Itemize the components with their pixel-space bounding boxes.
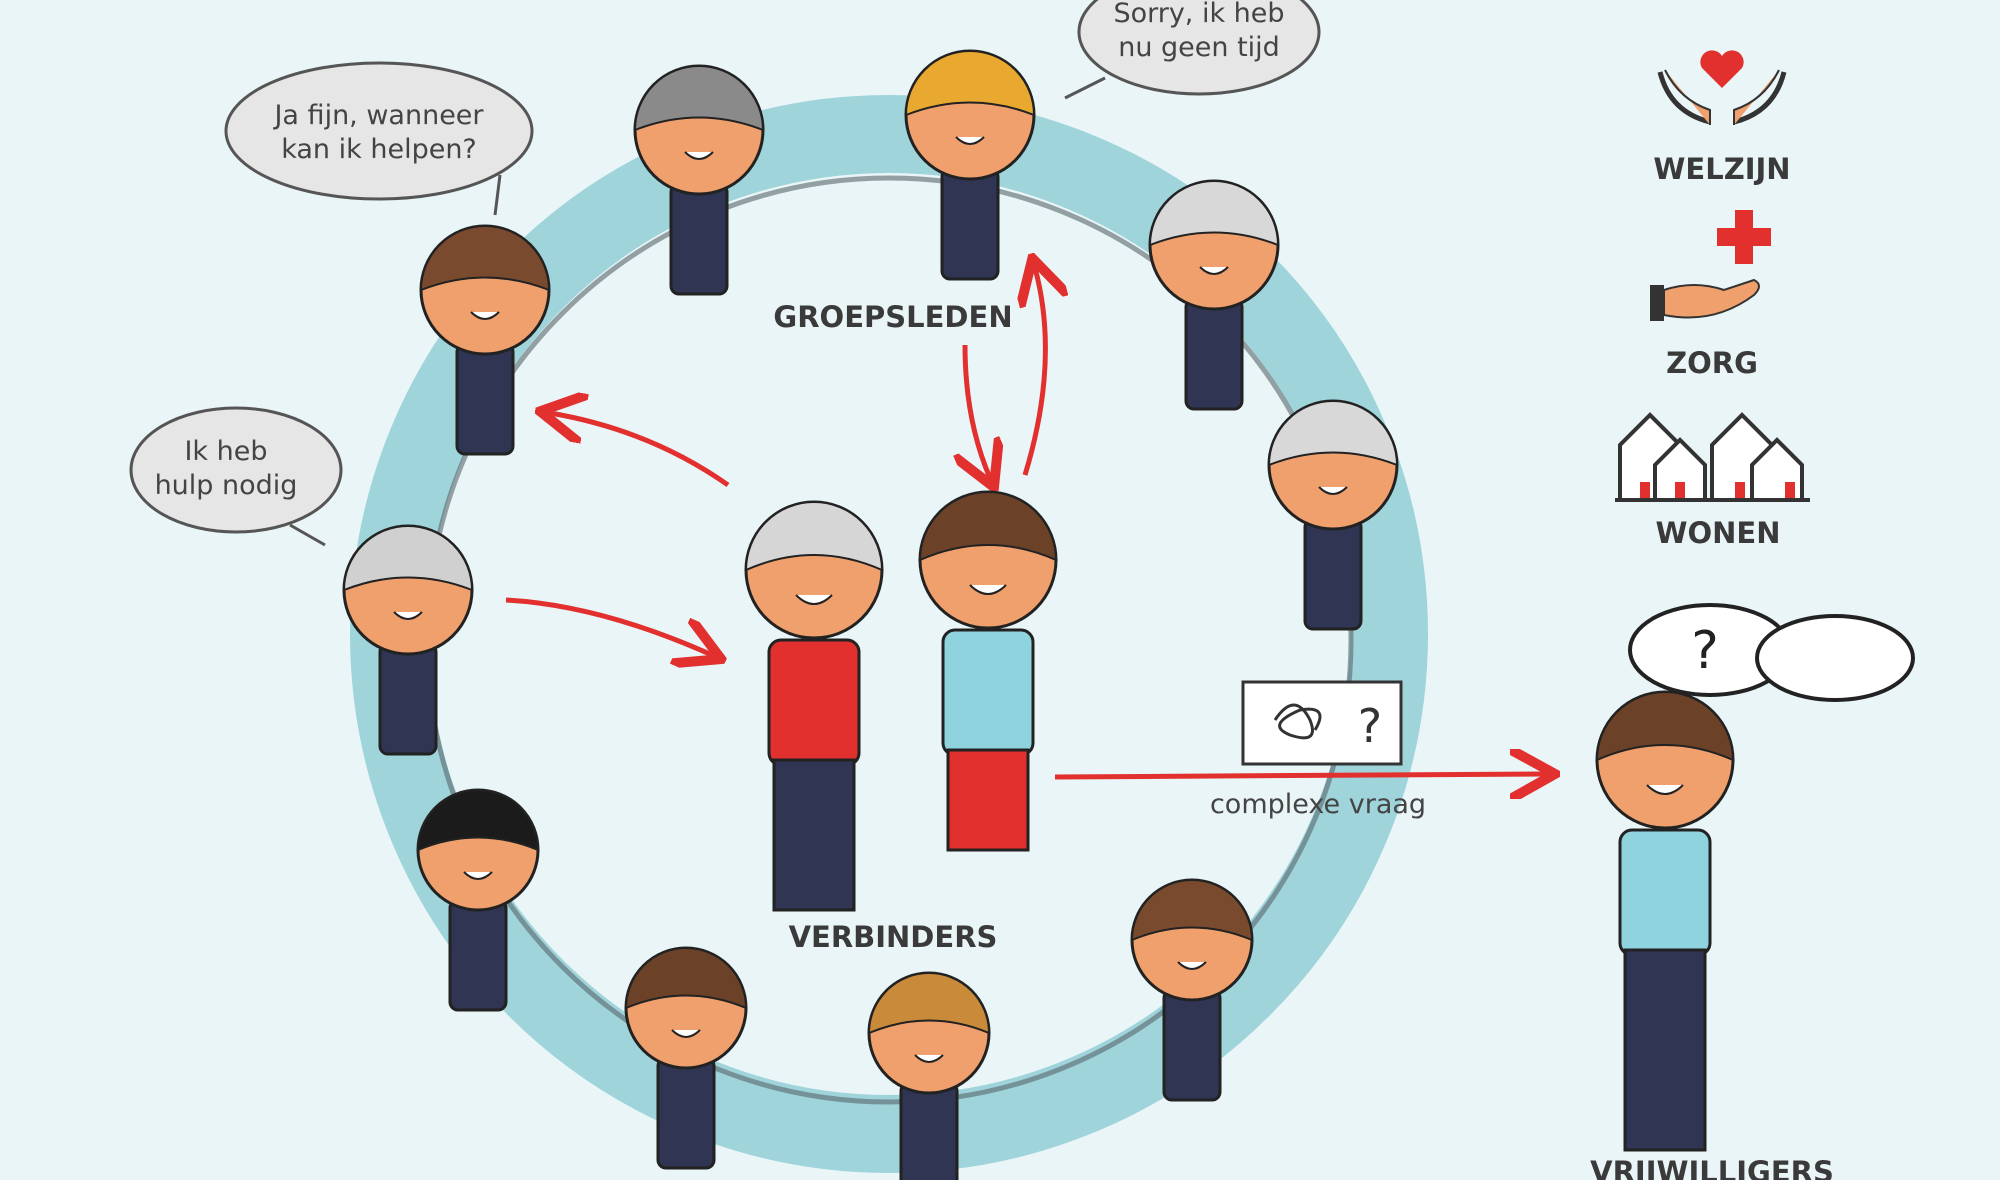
member-body (656, 1056, 716, 1170)
people (342, 49, 1735, 1180)
member-body (899, 1081, 959, 1180)
group-members-label: GROEPSLEDEN (773, 300, 1012, 334)
member-hair (1267, 400, 1399, 467)
arrow-to-volunteer (1054, 774, 1545, 777)
bubble-text: Ja fijn, wanneer (272, 100, 484, 131)
member-body (669, 182, 729, 296)
bubble-text: kan ik helpen? (281, 134, 477, 165)
question-mark-icon: ? (1691, 621, 1719, 681)
member-body (378, 642, 438, 756)
hands-heart-icon (1657, 50, 1787, 125)
bubble-text: Ik heb (184, 436, 267, 467)
member-smile (393, 611, 423, 620)
speech-bubble-need-help: Ik heb hulp nodig (129, 406, 343, 547)
speech-bubble-help-offer: Ja fijn, wanneer kan ik helpen? (224, 61, 534, 216)
houses-icon (1615, 412, 1810, 502)
group-member (867, 971, 991, 1180)
arrow-to-connectors (505, 597, 712, 655)
member-hair (904, 50, 1036, 117)
member-body (1162, 988, 1222, 1102)
group-member (633, 64, 765, 296)
service-label: ZORG (1666, 346, 1758, 380)
member-smile (1177, 961, 1207, 970)
member-smile (684, 151, 714, 160)
group-member (1267, 399, 1399, 631)
member-smile (955, 136, 985, 145)
scribble-icon (1273, 703, 1322, 740)
hand-cross-icon (1650, 210, 1771, 321)
member-body (455, 342, 515, 456)
service-wonen: WONEN (1615, 412, 1810, 550)
arrows (505, 268, 1545, 777)
group-member (1130, 878, 1254, 1102)
member-body (448, 898, 508, 1012)
question-mark-icon: ? (1358, 699, 1382, 753)
member-hair (416, 789, 540, 852)
member-hair (419, 225, 551, 292)
member-hair (624, 947, 748, 1010)
group-member (904, 49, 1036, 281)
service-label: WELZIJN (1653, 152, 1790, 186)
member-body (1303, 517, 1363, 631)
member-smile (671, 1029, 701, 1038)
member-hair (1148, 180, 1280, 247)
service-zorg: ZORG (1650, 210, 1771, 380)
speech-bubble-no-time: Sorry, ik heb nu geen tijd (1064, 0, 1321, 100)
bubble-text: nu geen tijd (1118, 32, 1280, 63)
group-member (342, 524, 474, 756)
arrow-down-from-group (965, 344, 990, 478)
member-smile (914, 1054, 944, 1063)
volunteer-thought-bubbles: ? (1628, 603, 1915, 702)
volunteer-person (1595, 690, 1735, 1152)
member-hair (1130, 879, 1254, 942)
complex-question-card: ? complexe vraag (1210, 680, 1426, 820)
complex-question-label: complexe vraag (1210, 789, 1426, 820)
connectors-label: VERBINDERS (789, 920, 998, 954)
bubble-text: hulp nodig (155, 470, 298, 501)
service-label: WONEN (1656, 516, 1781, 550)
member-body (940, 167, 1000, 281)
member-smile (1318, 486, 1348, 495)
member-hair (342, 525, 474, 592)
group-member (416, 788, 540, 1012)
connector-woman (918, 490, 1058, 852)
member-smile (470, 311, 500, 320)
service-welzijn: WELZIJN (1653, 50, 1791, 186)
member-hair (867, 972, 991, 1035)
connector-man (744, 500, 884, 912)
member-hair (633, 65, 765, 132)
arrow-up-to-group (1025, 268, 1045, 476)
volunteers-label: VRIJWILLIGERS (1590, 1155, 1834, 1180)
member-body (1184, 297, 1244, 411)
bubble-text: Sorry, ik heb (1113, 0, 1284, 29)
member-smile (1199, 266, 1229, 275)
group-member (1148, 179, 1280, 411)
arrow-to-left-member (550, 413, 730, 488)
member-smile (463, 871, 493, 880)
group-member (419, 224, 551, 456)
group-member (624, 946, 748, 1170)
